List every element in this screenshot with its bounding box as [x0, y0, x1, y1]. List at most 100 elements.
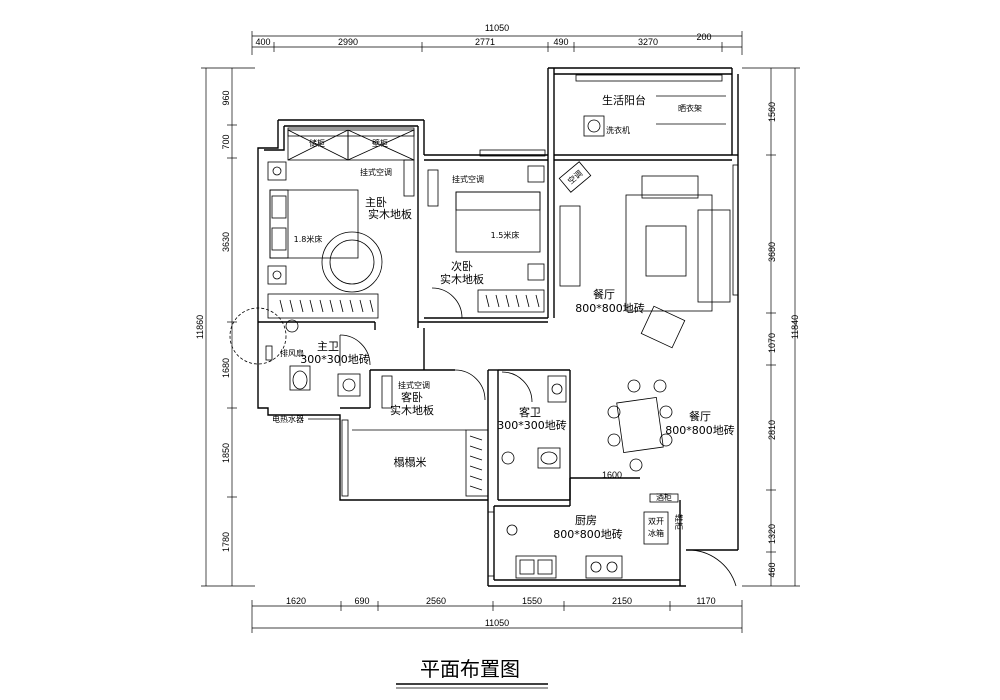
round-rug	[321, 231, 383, 293]
plan-title: 平面布置图	[420, 657, 520, 681]
second-bedroom: 挂式空调 1.5米床 次卧 实木地板	[427, 165, 545, 319]
guest-bath: 客卫 300*300地砖	[497, 371, 567, 469]
dining-chair-5	[659, 405, 673, 419]
guest-bedroom: 挂式空调 客卧 实木地板 榻榻米	[352, 369, 489, 497]
sofa	[697, 209, 731, 303]
exhaust-fan-label: 排风扇	[280, 348, 304, 358]
kitchen-floor: 800*800地砖	[553, 527, 623, 541]
left-dim-2: 700	[221, 134, 231, 149]
nightstand-4	[527, 263, 545, 281]
guest-bath-name: 客卫	[519, 405, 541, 419]
right-dim-6: 460	[767, 562, 777, 577]
nightstand-3	[527, 165, 545, 183]
second-bedroom-floor: 实木地板	[440, 272, 484, 286]
dining-chair-7	[629, 458, 643, 472]
water-heater-label: 电热水器	[272, 414, 304, 424]
ac-unit-3	[381, 375, 393, 409]
bottom-dim-5: 2150	[612, 596, 632, 606]
dim-1600: 1600	[602, 470, 622, 480]
left-dim-5: 1850	[221, 443, 231, 463]
top-dim-extra: 200	[696, 32, 711, 42]
drawing-title: 平面布置图	[396, 657, 548, 689]
ac-label-1: 挂式空调	[360, 167, 392, 177]
top-dim-2: 2990	[338, 37, 358, 47]
ac-unit-1	[403, 159, 415, 197]
dining-table	[616, 397, 664, 453]
left-dim-6: 1780	[221, 532, 231, 552]
master-bath-name: 主卫	[317, 340, 339, 353]
balcony: 生活阳台 晒衣架 洗衣机 空调	[558, 93, 726, 193]
living-room-name: 餐厅	[593, 287, 615, 301]
lounge-chair	[640, 305, 686, 349]
right-dimension-chain: 1560 3680 1070 2810 1320 460 11840	[742, 67, 800, 587]
shower-icon	[285, 319, 299, 333]
left-dimension-chain: 960 700 3630 1680 1850 1780 11860	[195, 67, 255, 587]
walls	[257, 67, 739, 587]
washer	[583, 115, 605, 137]
top-dim-4: 490	[553, 37, 568, 47]
guest-basin	[547, 375, 567, 403]
bed-1-5-label: 1.5米床	[491, 230, 520, 240]
right-total-dim: 11840	[790, 315, 800, 339]
guest-shower-icon	[501, 451, 515, 465]
master-bath: 主卫 300*300地砖 排风扇 电热水器	[229, 307, 371, 424]
drying-rack-label: 晒衣架	[678, 103, 702, 113]
rug	[625, 194, 713, 312]
master-bedroom-floor: 实木地板	[368, 207, 412, 221]
dining-room-name: 餐厅	[689, 409, 711, 423]
side-label: 鞋柜	[674, 514, 684, 530]
tv-cabinet	[559, 205, 581, 287]
left-dim-3: 3630	[221, 232, 231, 252]
basin	[337, 373, 361, 397]
top-dim-5: 3270	[638, 37, 658, 47]
bed-1-5	[455, 191, 541, 253]
balcony-name: 生活阳台	[602, 93, 646, 107]
guest-bedroom-floor: 实木地板	[390, 403, 434, 417]
wardrobe-3	[465, 429, 489, 497]
wardrobe-right	[347, 129, 415, 161]
bottom-dim-6: 1170	[696, 596, 715, 606]
right-dim-4: 2810	[767, 420, 777, 440]
kitchen: 厨房 800*800地砖 双开 冰箱 酒柜 鞋柜	[506, 492, 737, 587]
right-dim-3: 1070	[767, 333, 777, 353]
right-dim-5: 1320	[767, 524, 777, 544]
bottom-total-dim: 11050	[485, 618, 509, 628]
nightstand-1	[267, 161, 287, 181]
master-bath-floor: 300*300地砖	[300, 352, 370, 366]
fridge	[643, 511, 669, 545]
wardrobe-row	[267, 293, 379, 319]
armchair-top	[641, 175, 699, 199]
right-dim-1: 1560	[767, 102, 777, 122]
master-bedroom: 储柜 壁柜 1.8米床 挂式空调 主卧 实木地板	[267, 129, 415, 319]
bottom-dimension-chain: 1620 690 2560 1550 2150 1170 11050	[251, 596, 743, 633]
fridge-label-b: 冰箱	[648, 528, 664, 538]
windows	[287, 74, 739, 577]
bed-1-8-label: 1.8米床	[294, 234, 323, 244]
bottom-dim-3: 2560	[426, 596, 446, 606]
guest-bath-floor: 300*300地砖	[497, 418, 567, 432]
bed-1-8	[269, 189, 359, 259]
top-dim-3: 2771	[475, 37, 495, 47]
ac-label-3: 挂式空调	[398, 380, 430, 390]
living-room-floor: 800*800地砖	[575, 301, 645, 315]
ac-outdoor	[558, 161, 592, 193]
washer-label: 洗衣机	[606, 125, 630, 135]
bottom-dim-1: 1620	[286, 596, 306, 606]
top-dimension-chain: 11050 400 2990 2771 490 3270 200	[251, 23, 743, 55]
ac-unit-2	[427, 169, 439, 207]
kitchen-fixture	[506, 524, 518, 536]
cabinet-label-2: 壁柜	[372, 138, 388, 148]
kitchen-name: 厨房	[575, 514, 597, 527]
dining-room-floor: 800*800地砖	[665, 423, 735, 437]
guest-bedroom-name: 客卧	[401, 390, 423, 404]
sink	[515, 555, 557, 579]
dining-chair-1	[627, 379, 641, 393]
dining-chair-4	[607, 433, 621, 447]
nightstand-2	[267, 265, 287, 285]
toilet	[289, 365, 311, 391]
fridge-label-a: 双开	[648, 517, 664, 526]
bottom-dim-4: 1550	[522, 596, 542, 606]
dining-room: 餐厅 800*800地砖 1600	[602, 379, 735, 480]
bottom-dim-2: 690	[354, 596, 369, 606]
